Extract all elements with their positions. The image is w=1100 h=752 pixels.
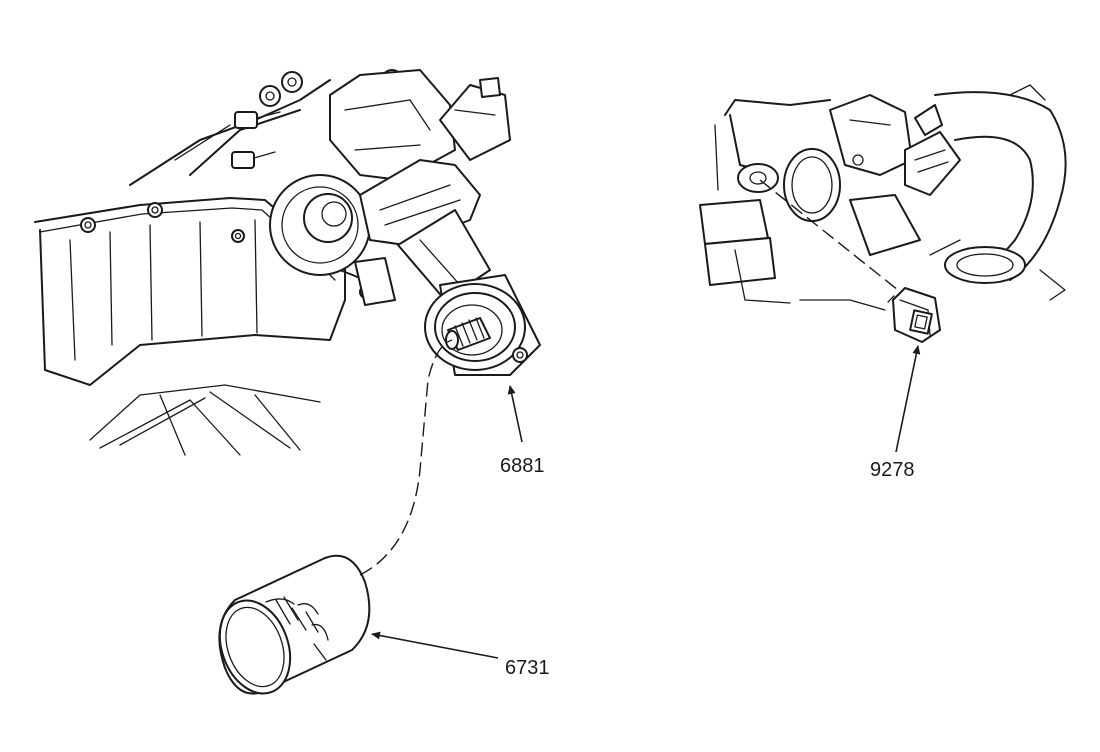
sender-assembly-line <box>759 179 899 291</box>
pulley <box>269 174 371 276</box>
callout-filter-label: 6731 <box>505 657 550 679</box>
leader-adapter <box>507 385 523 443</box>
oil-filter-adapter <box>424 274 541 376</box>
stud-bolt <box>259 85 281 107</box>
oil-filter <box>218 554 371 695</box>
pan-bolt <box>147 202 163 218</box>
stud-bolt <box>234 111 281 129</box>
block-sender-illustration <box>699 84 1067 311</box>
callout-adapter-label: 6881 <box>500 455 545 477</box>
leader-filter <box>371 631 499 659</box>
stud-bolt <box>281 71 303 93</box>
pan-bolt <box>80 217 96 233</box>
stud-bolt <box>231 151 276 169</box>
engine-block-illustration <box>34 69 511 456</box>
callout-sender-label: 9278 <box>870 459 915 481</box>
leader-sender <box>895 345 921 453</box>
oil-pressure-sender <box>887 287 941 343</box>
pan-bolt <box>231 229 245 243</box>
assembly-line <box>359 339 453 576</box>
